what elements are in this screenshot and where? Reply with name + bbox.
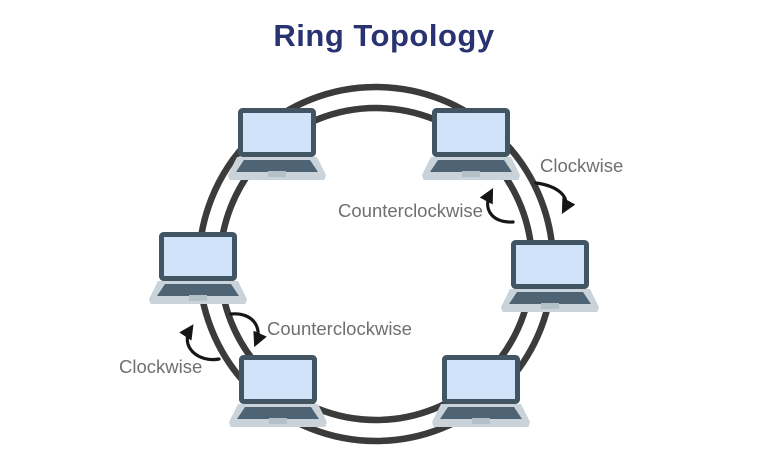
- clockwise-arrow-top-right: [534, 181, 576, 214]
- laptop-node-top-right: [422, 111, 520, 181]
- clockwise-label-top-right: Clockwise: [540, 155, 623, 176]
- page-title: Ring Topology: [273, 18, 494, 53]
- laptop-node-left: [149, 235, 247, 305]
- laptop-node-bottom-left: [229, 358, 327, 428]
- laptop-node-top-left: [228, 111, 326, 181]
- counterclockwise-label-top: Counterclockwise: [338, 200, 483, 221]
- counterclockwise-label-bottom: Counterclockwise: [267, 318, 412, 339]
- counterclockwise-arrow-top: [479, 188, 515, 224]
- clockwise-label-bottom-left: Clockwise: [119, 356, 202, 377]
- laptop-node-right: [501, 243, 599, 313]
- counterclockwise-arrow-bottom: [229, 312, 267, 348]
- clockwise-arrow-bottom-left: [179, 324, 221, 362]
- laptop-node-bottom-right: [432, 358, 530, 428]
